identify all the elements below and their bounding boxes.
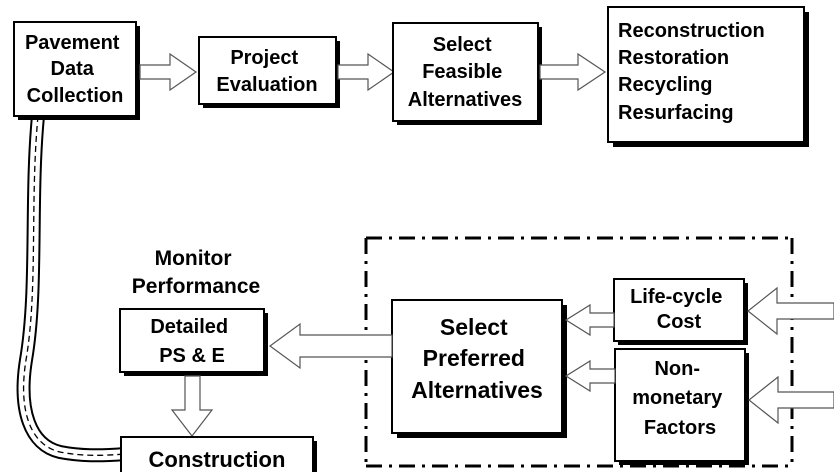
svg-text:Detailed PS & E: Detailed PS & E	[150, 316, 233, 367]
select-preferred-alternatives-box: Select Preferred Alternatives	[391, 299, 567, 438]
life-cycle-cost-line-1: Life-cycle	[630, 286, 722, 308]
svg-text:Project Evaluation: Project Evaluation	[216, 47, 317, 96]
arrow-into-non-monetary	[748, 375, 834, 425]
option-recycling: Recycling	[618, 74, 712, 96]
svg-text:Select Feasible Al: Select Feasible Alternatives	[408, 34, 523, 111]
evaluation-group-boundary	[364, 236, 794, 468]
arrow-to-project-evaluation	[139, 52, 198, 92]
select-preferred-line-3: Alternatives	[411, 377, 543, 403]
monitor-performance-line-1: Monitor	[155, 247, 232, 270]
select-feasible-line-3: Alternatives	[408, 89, 523, 111]
life-cycle-cost-box: Life-cycle Cost	[613, 278, 748, 345]
svg-text:Construction: Construction	[149, 447, 286, 472]
option-reconstruction: Reconstruction	[618, 20, 765, 42]
road-connector	[16, 115, 126, 463]
pavement-data-collection-box: Pavement Data Collection	[13, 21, 140, 120]
arrow-non-monetary-to-preferred	[564, 359, 616, 393]
svg-text:Life-cycle Cost: Life-cycle Cost	[630, 286, 728, 333]
project-evaluation-box: Project Evaluation	[198, 36, 340, 108]
construction-label: Construction	[149, 447, 286, 472]
monitor-performance-line-2: Performance	[132, 275, 260, 298]
arrow-to-options	[539, 52, 607, 92]
option-restoration: Restoration	[618, 47, 729, 69]
non-monetary-line-2: monetary	[632, 387, 723, 409]
rehabilitation-options-box: Reconstruction Restoration Recycling Res…	[607, 6, 809, 147]
arrow-into-life-cycle-cost	[747, 286, 834, 336]
project-evaluation-line-1: Project	[230, 47, 298, 69]
select-feasible-line-2: Feasible	[422, 61, 502, 83]
arrow-to-construction	[170, 375, 214, 437]
svg-text:Non- monetary Fact: Non- monetary Factors	[632, 358, 728, 439]
non-monetary-line-3: Factors	[644, 417, 716, 439]
non-monetary-line-1: Non-	[654, 358, 700, 380]
project-evaluation-line-2: Evaluation	[216, 74, 317, 96]
pavement-data-collection-line-1: Pavement	[25, 32, 120, 54]
non-monetary-factors-box: Non- monetary Factors	[614, 348, 749, 465]
svg-text:Select Preferred A: Select Preferred Alternatives	[411, 314, 543, 403]
detailed-ps-e-box: Detailed PS & E	[119, 308, 268, 376]
arrow-to-select-feasible	[337, 52, 396, 92]
detailed-ps-e-line-2: PS & E	[159, 345, 225, 367]
monitor-performance-label: Monitor Performance	[132, 247, 260, 298]
detailed-ps-e-line-1: Detailed	[150, 316, 228, 338]
select-feasible-line-1: Select	[433, 34, 492, 56]
arrow-to-detailed-ps-e	[268, 322, 393, 370]
svg-text:Pavement Data Coll: Pavement Data Collection	[25, 32, 125, 107]
option-resurfacing: Resurfacing	[618, 102, 734, 124]
pavement-data-collection-line-3: Collection	[27, 85, 124, 107]
arrow-life-cycle-to-preferred	[564, 303, 615, 337]
select-feasible-alternatives-box: Select Feasible Alternatives	[392, 22, 542, 125]
select-preferred-line-1: Select	[440, 314, 508, 340]
construction-box: Construction	[120, 436, 317, 472]
svg-text:Reconstruction Restorati: Reconstruction Restoration Recycling Res…	[618, 20, 770, 124]
select-preferred-line-2: Preferred	[423, 345, 525, 371]
pavement-data-collection-line-2: Data	[51, 58, 95, 80]
life-cycle-cost-line-2: Cost	[657, 311, 702, 333]
